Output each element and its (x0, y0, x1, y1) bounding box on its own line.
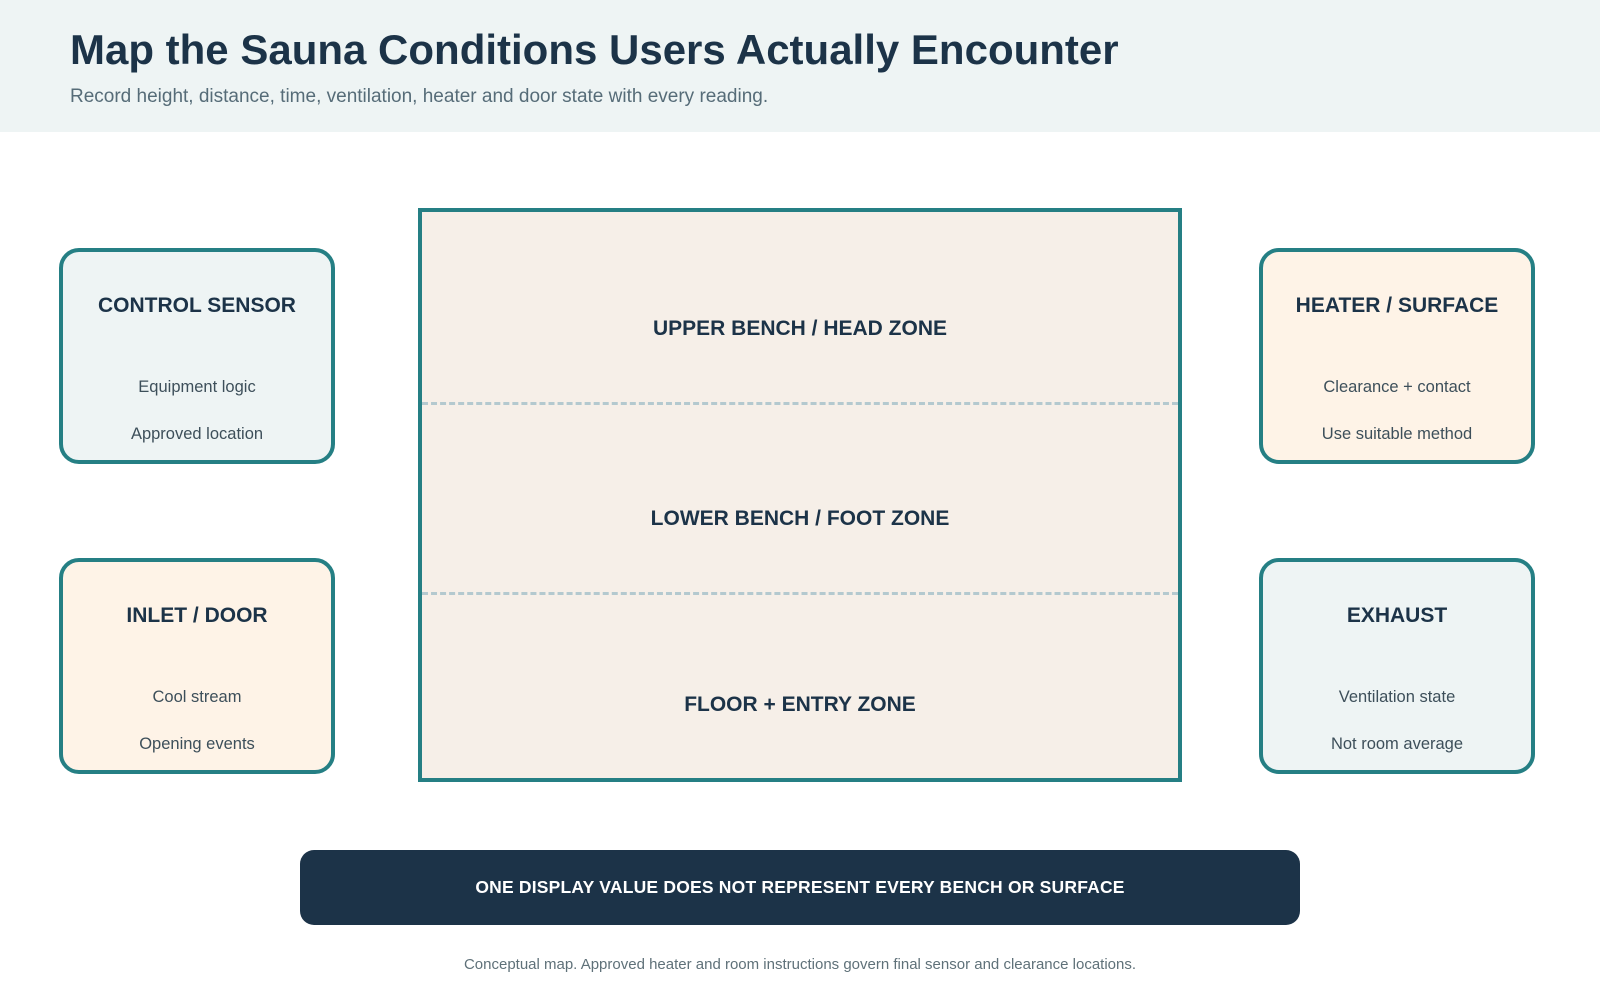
heater-surface-card: HEATER / SURFACE Clearance + contact Use… (1259, 248, 1535, 464)
zone-lower-label: LOWER BENCH / FOOT ZONE (650, 507, 950, 530)
card-line: Ventilation state (1338, 688, 1456, 706)
card-line: Clearance + contact (1323, 378, 1471, 396)
control-sensor-card: CONTROL SENSOR Equipment logic Approved … (59, 248, 335, 464)
zone-divider (422, 402, 1178, 405)
card-line: Not room average (1330, 735, 1464, 753)
card-line: Opening events (139, 735, 255, 753)
zone-floor-label: FLOOR + ENTRY ZONE (684, 693, 916, 716)
zone-divider (422, 592, 1178, 595)
warning-banner: ONE DISPLAY VALUE DOES NOT REPRESENT EVE… (300, 850, 1300, 925)
zone-upper-label: UPPER BENCH / HEAD ZONE (652, 317, 948, 340)
footnote: Conceptual map. Approved heater and room… (463, 956, 1137, 973)
exhaust-card: EXHAUST Ventilation state Not room avera… (1259, 558, 1535, 774)
card-line: Approved location (130, 425, 264, 443)
banner-text: ONE DISPLAY VALUE DOES NOT REPRESENT EVE… (475, 877, 1125, 897)
card-line: Equipment logic (138, 378, 256, 396)
inlet-door-card: INLET / DOOR Cool stream Opening events (59, 558, 335, 774)
sauna-room: UPPER BENCH / HEAD ZONE LOWER BENCH / FO… (418, 208, 1182, 782)
card-title: HEATER / SURFACE (1295, 294, 1499, 317)
card-title: INLET / DOOR (126, 604, 268, 627)
page-title: Map the Sauna Conditions Users Actually … (70, 26, 1119, 73)
card-line: Cool stream (152, 688, 242, 706)
header: Map the Sauna Conditions Users Actually … (0, 0, 1600, 132)
page-subtitle: Record height, distance, time, ventilati… (70, 86, 769, 107)
card-line: Use suitable method (1321, 425, 1473, 443)
card-title: EXHAUST (1346, 604, 1448, 627)
card-title: CONTROL SENSOR (98, 294, 296, 317)
